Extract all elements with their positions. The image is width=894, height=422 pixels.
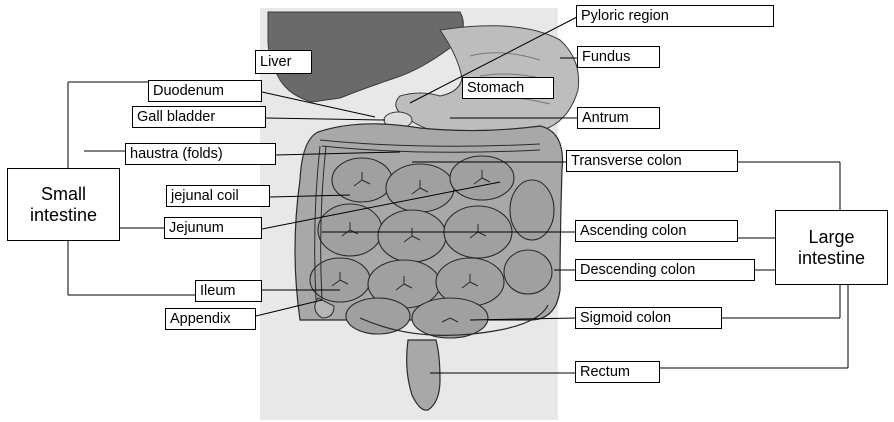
label-sigmoid-colon: Sigmoid colon [575,307,722,329]
label-gall-bladder: Gall bladder [132,106,266,128]
label-transverse-colon: Transverse colon [566,150,738,172]
label-pyloric-region: Pyloric region [576,5,774,27]
label-appendix: Appendix [165,308,256,330]
label-rectum: Rectum [575,361,660,383]
label-ascending-colon: Ascending colon [575,220,738,242]
label-jejunum: Jejunum [164,217,262,239]
label-descending-colon: Descending colon [575,259,755,281]
label-liver: Liver [255,50,312,74]
label-stomach: Stomach [462,77,554,99]
group-large-intestine: Large intestine [775,210,888,285]
label-jejunal-coil: jejunal coil [166,185,270,207]
label-duodenum: Duodenum [148,80,262,102]
label-antrum: Antrum [577,107,660,129]
label-haustra: haustra (folds) [125,143,276,165]
group-small-intestine: Small intestine [7,168,120,241]
label-ileum: Ileum [195,280,262,302]
label-fundus: Fundus [577,46,660,68]
